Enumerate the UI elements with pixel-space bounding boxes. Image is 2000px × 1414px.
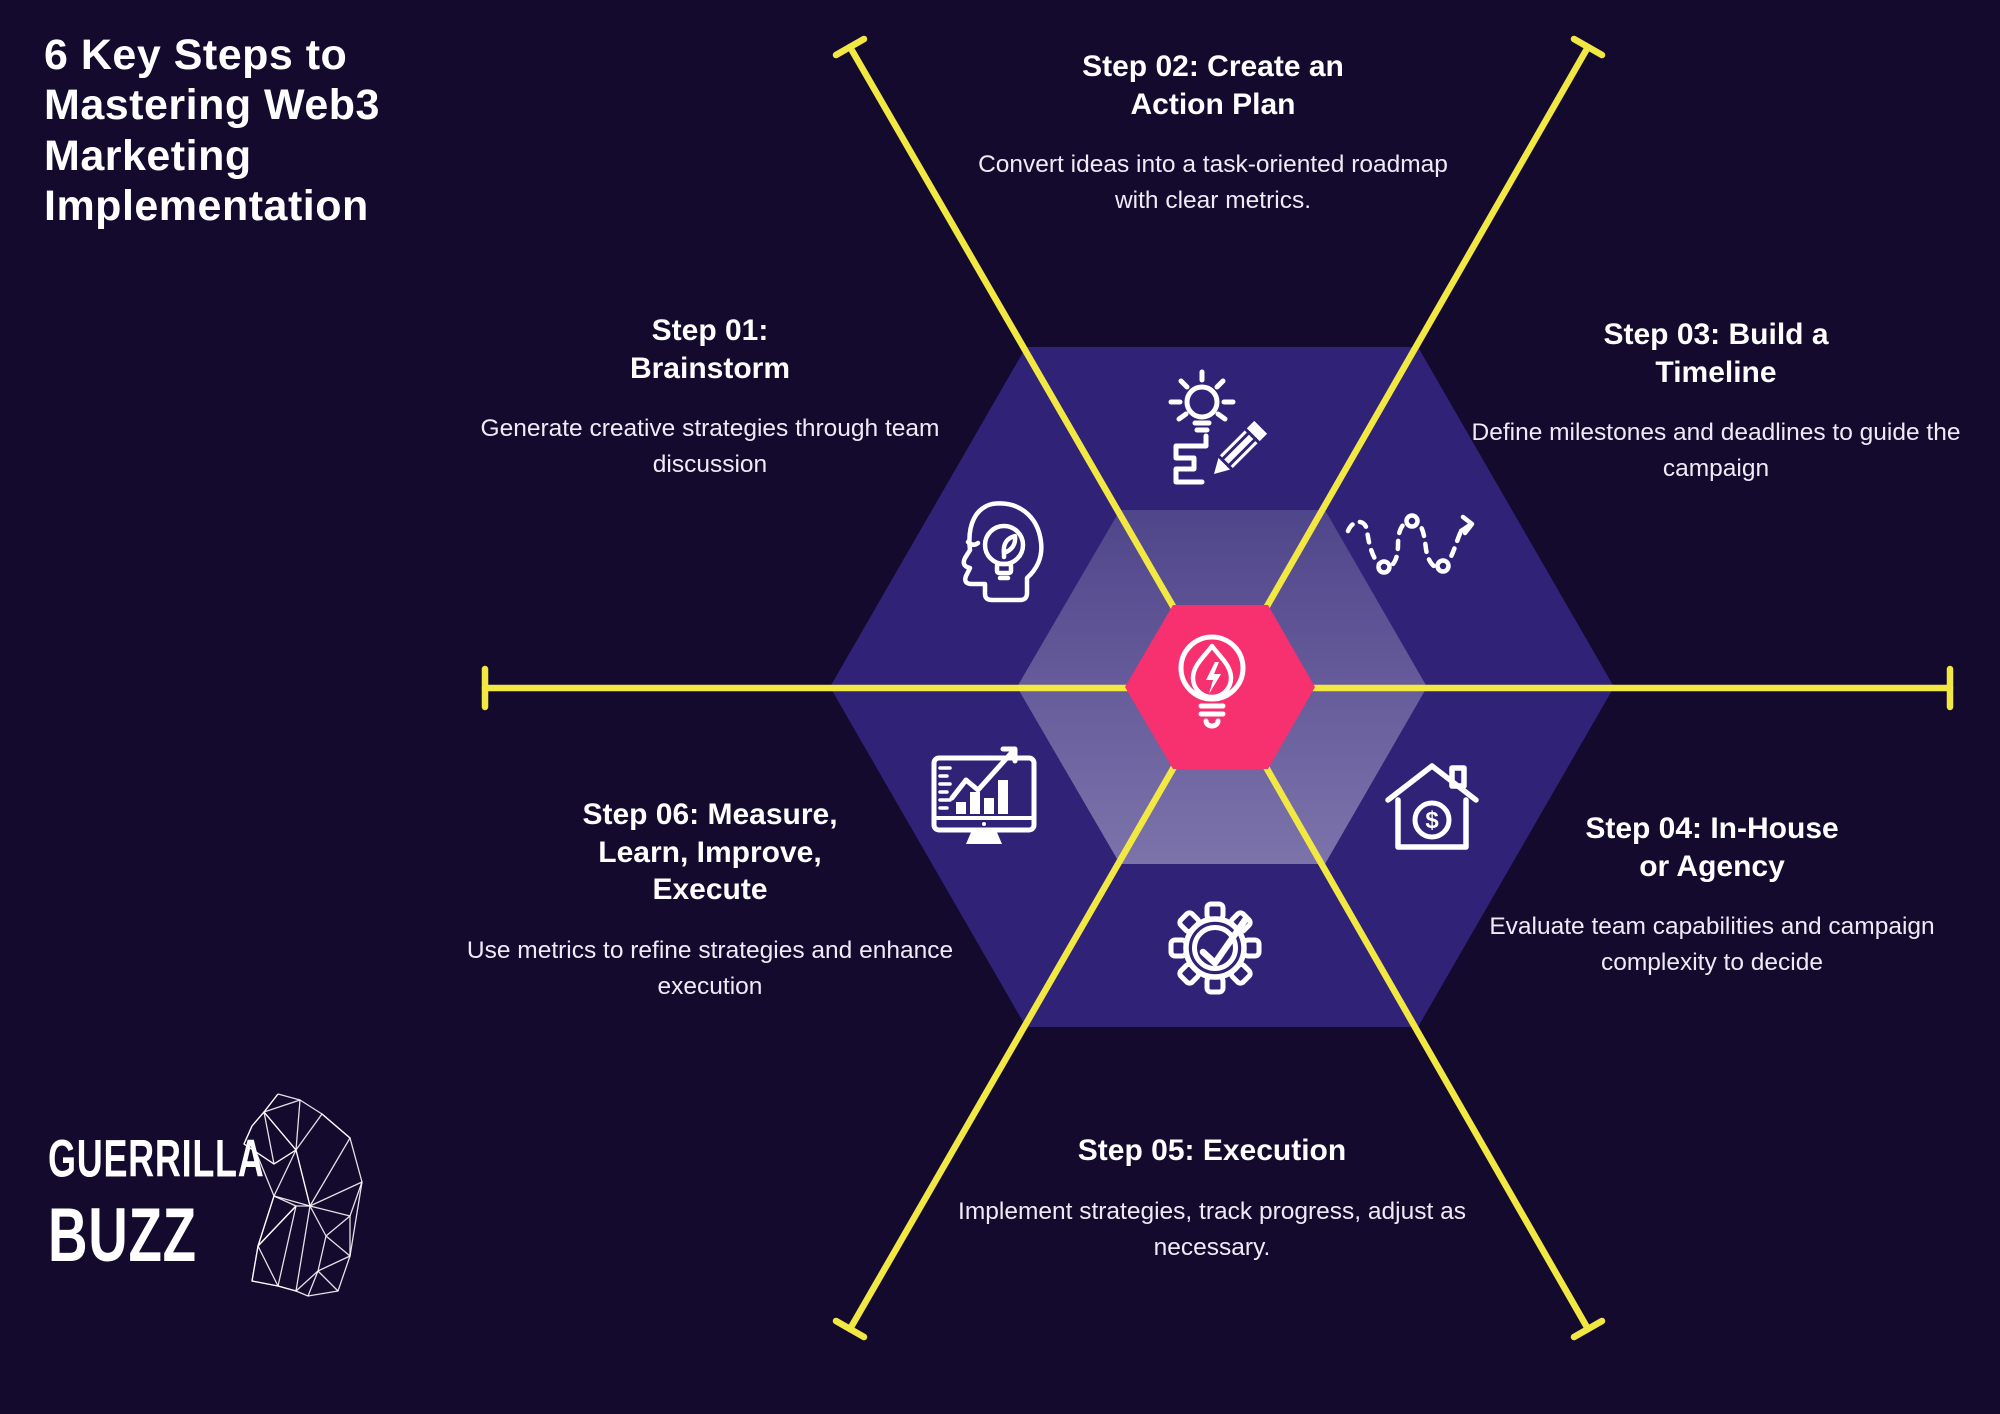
monitor-chart-icon (931, 746, 1037, 844)
brainstorm-head-icon (961, 501, 1044, 603)
logo-text-buzz: BUZZ (48, 1193, 197, 1278)
step-04-heading: Step 04: In-House or Agency (1585, 812, 1839, 883)
step-03-block: Step 03: Build a Timeline Define milesto… (1436, 316, 1996, 488)
winding-path-icon (1345, 513, 1475, 575)
step-02-block: Step 02: Create an Action Plan Convert i… (913, 48, 1513, 220)
brand-logo: GUERRILLA BUZZ (48, 1128, 349, 1279)
step-06-body: Use metrics to refine strategies and enh… (466, 936, 954, 1000)
step-04-body: Evaluate team capabilities and campaign … (1489, 913, 1935, 977)
step-03-body: Define milestones and deadlines to guide… (1471, 419, 1961, 483)
step-01-heading: Step 01: Brainstorm (629, 314, 791, 385)
dollar-glyph: $ (1425, 807, 1439, 834)
step-05-body: Implement strategies, track progress, ad… (958, 1197, 1466, 1261)
step-05-heading: Step 05: Execution (1077, 1134, 1347, 1167)
step-03-heading: Step 03: Build a Timeline (1603, 318, 1829, 389)
step-06-heading: Step 06: Measure, Learn, Improve, Execut… (582, 798, 838, 906)
center-hexagon (1125, 605, 1315, 769)
spoke-line-lower-left (846, 763, 1178, 1333)
spoke-endcap-lower-left (832, 1317, 868, 1341)
gear-check-icon (1168, 901, 1262, 995)
idea-pencil-icon (1168, 369, 1268, 485)
step-01-body: Generate creative strategies through tea… (480, 415, 940, 479)
step-06-block: Step 06: Measure, Learn, Improve, Execut… (410, 796, 1010, 1005)
step-02-body: Convert ideas into a task-oriented roadm… (978, 151, 1448, 215)
house-dollar-icon: $ (1385, 763, 1479, 850)
page-title: 6 Key Steps to Mastering Web3 Marketing … (44, 31, 380, 230)
spoke-endcap-upper-right (1570, 35, 1606, 59)
step-04-block: Step 04: In-House or Agency Evaluate tea… (1432, 810, 1992, 982)
step-05-block: Step 05: Execution Implement strategies,… (892, 1132, 1532, 1266)
spoke-endcap-upper-left (832, 35, 868, 59)
spoke-line-upper-right (1262, 43, 1592, 612)
gorilla-wireframe-icon (243, 1093, 363, 1297)
spoke-lines (481, 35, 1954, 1341)
logo-text-guerrilla: GUERRILLA (48, 1129, 265, 1188)
spoke-endcap-lower-right (1570, 1317, 1606, 1341)
lightbulb-energy-icon (1178, 634, 1246, 729)
spoke-line-lower-right (1262, 763, 1592, 1333)
step-02-heading: Step 02: Create an Action Plan (1082, 50, 1344, 121)
spoke-line-upper-left (846, 43, 1178, 612)
step-01-block: Step 01: Brainstorm Generate creative st… (410, 312, 1010, 484)
